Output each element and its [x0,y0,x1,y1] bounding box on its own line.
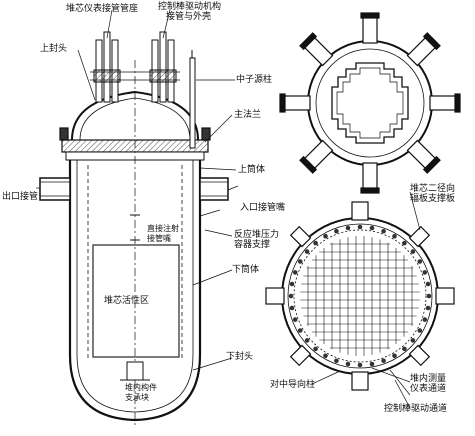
label-crdm-2: 接管与外壳 [166,12,212,22]
instrument-tube-dot [345,361,351,367]
instrument-tube-dot [357,224,363,230]
label-central-column: 中子源柱 [236,75,273,85]
instrument-tube-dot [292,270,298,275]
inlet-nozzle [199,177,229,201]
instrument-tube-dot [425,281,431,287]
instrument-tube-dot [369,361,375,367]
outlet-nozzle [39,177,71,201]
instrument-tube-dot [410,249,416,254]
instrument-tube-dot [392,353,397,359]
label-flange: 主法兰 [234,110,262,120]
instrument-tube-dot [334,358,339,364]
instrument-tube-dot [313,240,318,246]
instrument-tube-dot [304,249,310,254]
instrument-tube-dot [381,358,386,364]
label-vessel-support-1: 反应堆压力 [234,230,280,240]
instrument-tube-dot [334,228,339,234]
leader-lines-left [36,9,239,371]
label-outlet-nozzle: 出口接管 [2,192,39,202]
label-instr-guide-1: 堆内构件 [125,383,157,392]
label-inlet-nozzle: 入口接管嘴 [240,203,286,213]
label-radial-support-1: 堆芯二径向 [410,184,456,194]
leader-lines-right [311,191,421,409]
instrument-tube-dot [426,293,432,299]
instrument-tube-dot [345,225,351,231]
control-rod-drive-tubes [90,31,196,149]
label-core-region: 堆芯活性区 [104,296,150,306]
instrument-tube-dot [425,305,431,311]
instrument-tube-dot [289,305,295,311]
label-radial-support-2: 辐板支撑板 [410,194,456,204]
instrument-tube-dot [323,233,328,239]
label-instr-tube: 堆芯仪表接管管座 [66,4,139,14]
instrument-tube-dot [369,225,375,231]
instrument-tube-dot [297,328,303,333]
instrument-tube-dot [357,362,363,368]
upper-head-plan [279,12,461,194]
instrument-tube-dot [422,270,428,275]
instrument-tube-dot [289,281,295,287]
instrument-tube-dot [392,233,397,239]
label-flow-column: 对中导向柱 [270,380,316,390]
vessel-section [39,60,229,425]
instrument-tube-dot [417,259,423,264]
label-instr-tube-2: 仪表通道 [410,384,447,394]
label-vessel-support-2: 容器支撑 [234,240,271,250]
core-plan [265,201,455,391]
instrument-tube-dot [288,293,294,299]
instrument-tube-dot [313,346,318,352]
instrument-tube-dot [381,228,386,234]
instrument-tube-dot [402,240,407,246]
stepped-core-outline [331,62,409,144]
instrument-tube-dot [422,317,428,322]
label-instr-guide-2: 支承块 [125,393,149,402]
core-region [92,244,180,358]
label-cr-guide: 控制棒驱动通道 [384,404,448,414]
label-hot-leg-2: 接管嘴 [147,234,171,243]
label-upper-head: 上封头 [40,44,68,54]
label-hot-leg-1: 直接注射 [147,224,179,233]
label-instr-tube-1: 堆内测量 [410,374,447,384]
instrument-tube-dot [304,338,310,343]
instrument-tube-dot [402,346,407,352]
instrument-tube-dot [323,353,328,359]
label-crdm: 控制棒驱动机构 [158,2,222,12]
instrument-tube-dot [297,259,303,264]
label-lower-shell: 下筒体 [232,265,260,275]
label-lower-head: 下封头 [226,352,254,362]
instrument-tube-dot [410,338,416,343]
label-upper-shell: 上筒体 [238,165,266,175]
instrument-tube-dot [292,317,298,322]
instrument-tube-dot [417,328,423,333]
